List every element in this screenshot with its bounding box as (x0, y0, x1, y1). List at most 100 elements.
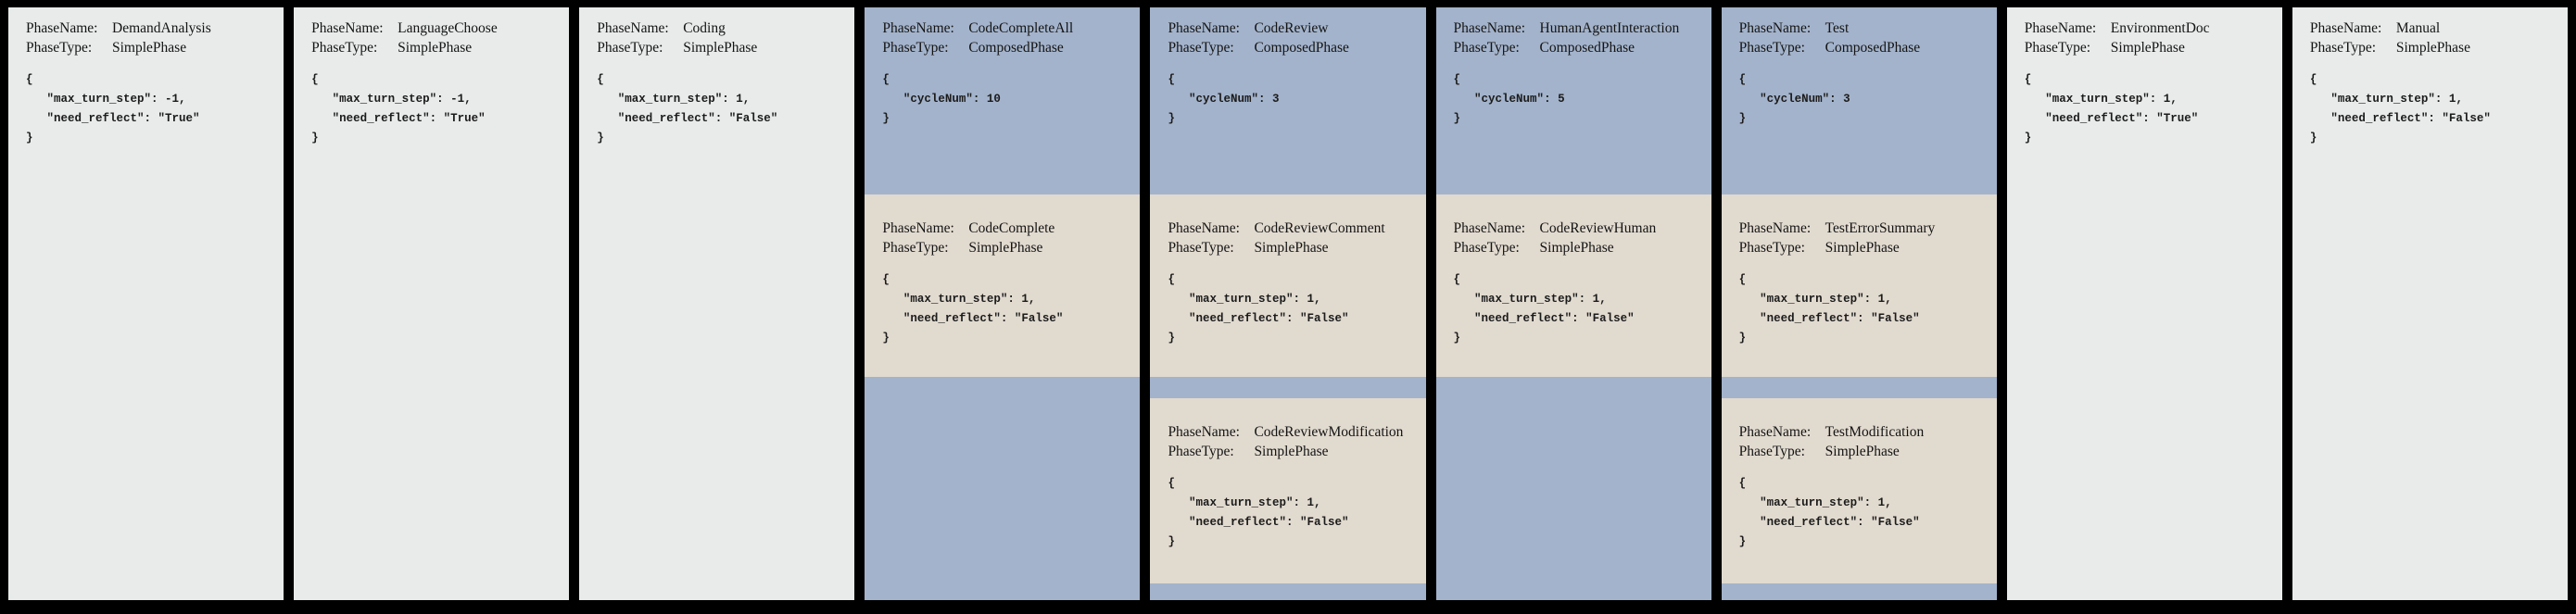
phase-box: PhaseName:LanguageChoose PhaseType:Simpl… (294, 7, 569, 148)
phase-name-label: PhaseName: (882, 220, 954, 236)
phase-type-row: PhaseType: SimplePhase (1168, 443, 1412, 462)
phase-type-label: PhaseType: (1453, 39, 1520, 56)
phase-type-row: PhaseType: SimplePhase (2025, 39, 2269, 58)
phase-name-label: PhaseName: (2309, 20, 2382, 36)
phase-column: PhaseName: DemandAnalysis PhaseType: Simpl… (8, 7, 284, 600)
phase-box: PhaseName:CodeReviewHuman PhaseType:Simp… (1435, 194, 1711, 377)
phase-type-label: PhaseType: (2309, 39, 2377, 56)
phase-type-label: PhaseType: (1738, 443, 1805, 459)
phase-config-json: { "cycleNum": 5 } (1453, 73, 1565, 125)
phase-name-label: PhaseName: (597, 20, 669, 36)
phase-type-label: PhaseType: (882, 239, 949, 256)
phase-config-json: { "cycleNum": 3 } (1168, 73, 1280, 125)
phase-column: PhaseName:LanguageChoose PhaseType:Simpl… (294, 7, 570, 600)
phase-name-label: PhaseName: (2024, 20, 2097, 36)
phase-config-json: { "cycleNum": 10 } (882, 73, 1001, 125)
phase-type-row: PhaseType: SimplePhase (1168, 239, 1412, 258)
phase-name-label: PhaseName: (1168, 424, 1240, 440)
phase-type-row: PhaseType: ComposedPhase (1739, 39, 1984, 58)
phase-type-value: SimplePhase (1254, 443, 1329, 459)
phase-name-value: TestErrorSummary (1825, 220, 1936, 236)
phase-name-row: PhaseName:CodeCompleteAll (882, 19, 1127, 39)
phase-type-value: SimplePhase (1254, 239, 1329, 256)
phase-box: PhaseName: CodeReview PhaseType: ComposedP… (1150, 7, 1425, 194)
phase-name-row: PhaseName: LanguageChoose (311, 19, 556, 39)
phase-name-row: PhaseName: CodeReviewHuman (1454, 219, 1698, 239)
phase-type-value: SimplePhase (2395, 39, 2470, 56)
phase-name-label: PhaseName: (1453, 220, 1526, 236)
phase-box: PhaseName:CodeReviewComment PhaseType: Si… (1150, 194, 1426, 377)
phase-name-value: HumanAgentInteraction (1539, 20, 1680, 36)
phase-box: PhaseName: TestModification PhaseType:Sim… (1721, 398, 1997, 583)
phase-column: PhaseName:HumanAgentInteraction PhaseTyp… (1435, 7, 1711, 600)
phase-type-value: SimplePhase (112, 39, 187, 56)
phase-type-label: PhaseType: (2024, 39, 2090, 56)
phase-type-value: ComposedPhase (1254, 39, 1349, 56)
phase-type-row: PhaseType: SimplePhase (1739, 239, 1984, 258)
phase-config-json: { "max_turn_step": 1, "need_reflect": "F… (2309, 73, 2491, 144)
phase-box: PhaseName: TestErrorSummary PhaseType: Sim… (1721, 194, 1997, 377)
phase-pipeline-board: PhaseName: DemandAnalysis PhaseType: Simpl… (8, 7, 2568, 600)
phase-config-json: { "max_turn_step": -1, "need_reflect": "… (26, 73, 200, 144)
phase-name-row: PhaseName:HumanAgentInteraction (1454, 19, 1698, 39)
phase-column: PhaseName:CodeCompleteAll PhaseType:Comp… (865, 7, 1141, 600)
phase-name-value: Test (1825, 20, 1850, 36)
phase-config-json: { "max_turn_step": 1, "need_reflect": "F… (597, 73, 778, 144)
phase-box: PhaseName: CodeComplete PhaseType: SimpleP… (865, 194, 1141, 377)
phase-box: PhaseName: Manual PhaseType: SimplePhase {… (2292, 7, 2568, 148)
phase-name-value: CodeReviewHuman (1539, 220, 1657, 236)
phase-type-label: PhaseType: (1738, 39, 1805, 56)
phase-name-label: PhaseName: (1738, 20, 1812, 36)
phase-type-value: ComposedPhase (1539, 39, 1635, 56)
phase-name-label: PhaseName: (26, 20, 98, 36)
phase-box: PhaseName: DemandAnalysis PhaseType: Simpl… (8, 7, 284, 148)
phase-type-label: PhaseType: (1168, 443, 1234, 459)
phase-box: PhaseName: EnvironmentDoc PhaseType: Simpl… (2007, 7, 2282, 148)
phase-name-label: PhaseName: (1168, 20, 1240, 36)
phase-type-value: SimplePhase (2110, 39, 2185, 56)
phase-name-label: PhaseName: (1738, 424, 1812, 440)
phase-type-row: PhaseType: SimplePhase (597, 39, 841, 58)
phase-name-value: EnvironmentDoc (2110, 20, 2210, 36)
phase-name-row: PhaseName:CodeReviewComment (1168, 219, 1412, 239)
phase-type-value: SimplePhase (683, 39, 758, 56)
phase-type-label: PhaseType: (26, 39, 93, 56)
phase-name-row: PhaseName: DemandAnalysis (26, 19, 271, 39)
phase-type-label: PhaseType: (1168, 239, 1234, 256)
phase-config-json: { "max_turn_step": 1, "need_reflect": "F… (882, 273, 1064, 345)
phase-type-value: SimplePhase (968, 239, 1043, 256)
phase-name-label: PhaseName: (1738, 220, 1812, 236)
phase-name-value: DemandAnalysis (112, 20, 211, 36)
phase-type-row: PhaseType: SimplePhase (26, 39, 271, 58)
phase-name-row: PhaseName: Coding (597, 19, 841, 39)
phase-name-row: PhaseName: EnvironmentDoc (2025, 19, 2269, 39)
phase-name-label: PhaseName: (882, 20, 954, 36)
phase-type-value: ComposedPhase (968, 39, 1064, 56)
phase-name-label: PhaseName: (311, 20, 384, 36)
phase-type-value: SimplePhase (1539, 239, 1614, 256)
phase-type-row: PhaseType:SimplePhase (1739, 443, 1984, 462)
phase-name-value: CodeComplete (968, 220, 1055, 236)
phase-column: PhaseName: Test PhaseType: ComposedPhase {… (1721, 7, 1997, 600)
phase-name-row: PhaseName: Test (1739, 19, 1984, 39)
phase-name-row: PhaseName: Manual (2310, 19, 2555, 39)
phase-type-row: PhaseType:ComposedPhase (882, 39, 1127, 58)
phase-name-value: LanguageChoose (398, 20, 498, 36)
phase-config-json: { "max_turn_step": 1, "need_reflect": "F… (1738, 273, 1920, 345)
phase-column: PhaseName: CodeReview PhaseType: ComposedP… (1150, 7, 1426, 600)
phase-name-value: Manual (2395, 20, 2441, 36)
phase-type-value: SimplePhase (1825, 239, 1900, 256)
phase-type-label: PhaseType: (1738, 239, 1805, 256)
phase-type-row: PhaseType: ComposedPhase (1454, 39, 1698, 58)
phase-name-value: CodeReview (1254, 20, 1329, 36)
phase-name-row: PhaseName: CodeReview (1168, 19, 1412, 39)
phase-type-label: PhaseType: (1168, 39, 1234, 56)
phase-config-json: { "max_turn_step": 1, "need_reflect": "F… (1738, 477, 1920, 548)
phase-type-value: ComposedPhase (1825, 39, 1921, 56)
phase-type-row: PhaseType: SimplePhase (2310, 39, 2555, 58)
phase-type-label: PhaseType: (597, 39, 663, 56)
phase-name-value: TestModification (1825, 424, 1925, 440)
phase-name-value: Coding (683, 20, 726, 36)
phase-name-row: PhaseName: CodeComplete (882, 219, 1127, 239)
phase-box: PhaseName:CodeCompleteAll PhaseType:Comp… (865, 7, 1140, 194)
